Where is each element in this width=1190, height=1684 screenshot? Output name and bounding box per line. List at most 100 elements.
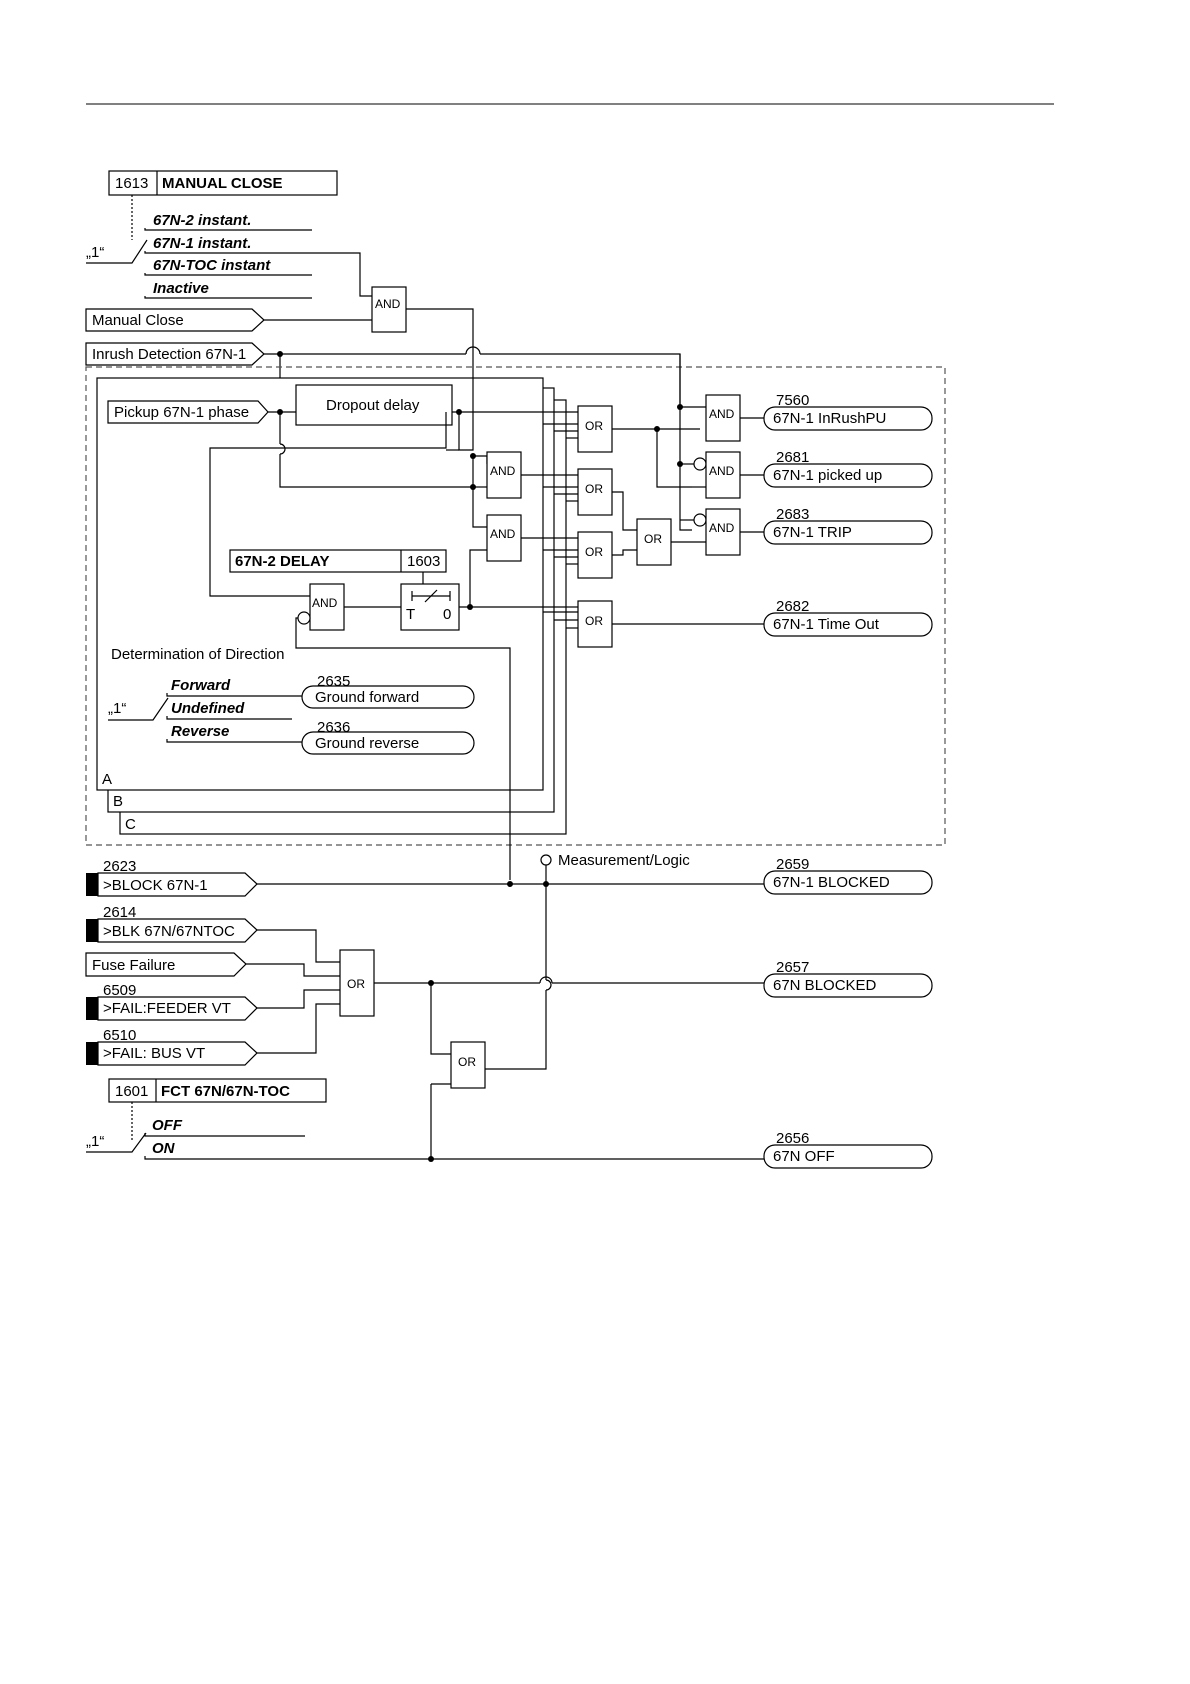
- param-fct-id: 1601: [115, 1083, 148, 1100]
- input-blk-67n-flag: [97, 918, 258, 943]
- phase-label-a: A: [102, 771, 112, 788]
- and-gate-pickup: [486, 451, 522, 499]
- or-gate-1: [577, 405, 613, 453]
- timer-t: T: [406, 606, 415, 623]
- measurement-logic-frame: [85, 366, 946, 846]
- svg-text:AND: AND: [709, 521, 735, 535]
- input-inrush: Inrush Detection 67N-1: [92, 346, 246, 363]
- delay-section: 67N-2 DELAY 1603 AND T 0: [229, 549, 578, 880]
- output-ground-forward-label: Ground forward: [315, 689, 419, 706]
- input-fail-bus-flag: [97, 1041, 258, 1066]
- and-gate-inrush-pu: [705, 394, 741, 442]
- switch-one-label-2: „1“: [108, 700, 126, 717]
- param-delay-box: [229, 549, 447, 573]
- option-inactive: Inactive: [153, 280, 209, 297]
- option-off: OFF: [152, 1117, 183, 1134]
- svg-text:OR: OR: [347, 977, 365, 991]
- output-67n1-blocked: [763, 870, 933, 895]
- output-2659-number: 2659: [776, 856, 809, 873]
- svg-text:OR: OR: [585, 482, 603, 496]
- param-delay-id: 1603: [407, 553, 440, 570]
- svg-text:AND: AND: [375, 297, 401, 311]
- blocking-inputs: 2623 >BLOCK 67N-1 2614 >BLK 67N/67NTOC F…: [85, 858, 764, 1089]
- output-2682-number: 2682: [776, 598, 809, 615]
- input-fuse-failure-flag: [85, 952, 247, 977]
- option-67n1-instant: 67N-1 instant.: [153, 235, 251, 252]
- input-2623-number: 2623: [103, 858, 136, 875]
- svg-text:AND: AND: [709, 464, 735, 478]
- phase-label-c: C: [125, 816, 136, 833]
- direction-undefined: Undefined: [171, 700, 245, 717]
- output-2683-number: 2683: [776, 506, 809, 523]
- output-ground-reverse-label: Ground reverse: [315, 735, 419, 752]
- direction-reverse: Reverse: [171, 723, 229, 740]
- pickup-section: Pickup 67N-1 phase Dropout delay: [107, 350, 578, 597]
- input-pickup: Pickup 67N-1 phase: [114, 404, 249, 421]
- input-6509-number: 6509: [103, 982, 136, 999]
- direction-section: Determination of Direction „1“ Forward U…: [108, 646, 475, 755]
- output-ground-forward: [301, 685, 475, 709]
- svg-text:OR: OR: [458, 1055, 476, 1069]
- param-manual-close-name: MANUAL CLOSE: [162, 175, 283, 192]
- output-gates: OR AND AND AND: [612, 354, 764, 625]
- and-gate-trip-out: [705, 508, 741, 556]
- phase-label-b: B: [113, 793, 123, 810]
- input-fuse-failure: Fuse Failure: [92, 957, 175, 974]
- inner-gates: AND AND OR OR OR OR: [486, 405, 613, 648]
- switch-one-label-3: „1“: [86, 1133, 104, 1150]
- output-67n-blocked-label: 67N BLOCKED: [773, 977, 877, 994]
- output-2657-number: 2657: [776, 959, 809, 976]
- or-gate-trip: [636, 518, 672, 566]
- dropout-delay-label: Dropout delay: [326, 397, 420, 414]
- svg-text:AND: AND: [312, 596, 338, 610]
- svg-text:AND: AND: [490, 464, 516, 478]
- option-67ntoc-instant: 67N-TOC instant: [153, 257, 271, 274]
- measurement-logic-label: Measurement/Logic: [558, 852, 690, 869]
- output-inrush-pu-label: 67N-1 InRushPU: [773, 410, 886, 427]
- timer-zero: 0: [443, 606, 451, 623]
- input-block-67n1-flag: [97, 872, 258, 897]
- or-gate-2: [577, 468, 613, 516]
- param-delay-name: 67N-2 DELAY: [235, 553, 329, 570]
- input-manual-close-flag: [85, 308, 265, 332]
- output-67n-off: [763, 1144, 933, 1169]
- output-67n1-blocked-label: 67N-1 BLOCKED: [773, 874, 890, 891]
- input-inrush-flag: [85, 342, 265, 366]
- svg-text:OR: OR: [585, 545, 603, 559]
- output-2681-number: 2681: [776, 449, 809, 466]
- input-2614-number: 2614: [103, 904, 136, 921]
- input-6510-number: 6510: [103, 1027, 136, 1044]
- output-trip: [763, 520, 933, 545]
- or-gate-3: [577, 531, 613, 579]
- svg-text:OR: OR: [585, 614, 603, 628]
- output-inrush-pu: [763, 406, 933, 431]
- output-time-out-label: 67N-1 Time Out: [773, 616, 880, 633]
- svg-text:OR: OR: [644, 532, 662, 546]
- measurement-logic-marker: Measurement/Logic: [485, 852, 690, 1070]
- svg-text:AND: AND: [490, 527, 516, 541]
- param-manual-close: 1613 MANUAL CLOSE 67N-2 instant. 67N-1 i…: [86, 170, 338, 299]
- input-pickup-flag: [107, 400, 269, 424]
- option-67n2-instant: 67N-2 instant.: [153, 212, 251, 229]
- output-picked-up: [763, 463, 933, 488]
- svg-text:OR: OR: [585, 419, 603, 433]
- param-manual-close-id: 1613: [115, 175, 148, 192]
- param-fct: 1601 FCT 67N/67N-TOC „1“ OFF ON: [86, 1078, 764, 1162]
- param-fct-name: FCT 67N/67N-TOC: [161, 1083, 290, 1100]
- direction-title: Determination of Direction: [111, 646, 284, 663]
- input-manual-close: Manual Close: [92, 312, 184, 329]
- svg-text:AND: AND: [709, 407, 735, 421]
- and-gate-delay-negation: [297, 611, 311, 625]
- input-fail-bus: >FAIL: BUS VT: [103, 1045, 205, 1062]
- manual-close-section: Manual Close AND: [85, 252, 474, 350]
- and-gate-trip: [486, 514, 522, 562]
- option-on: ON: [152, 1140, 176, 1157]
- input-fail-feeder: >FAIL:FEEDER VT: [103, 1000, 231, 1017]
- and-gate-delay: [309, 583, 345, 631]
- outputs: 7560 67N-1 InRushPU 2681 67N-1 picked up…: [763, 392, 933, 1169]
- dropout-delay-box: [295, 384, 453, 426]
- output-2656-number: 2656: [776, 1130, 809, 1147]
- output-67n-blocked: [763, 973, 933, 998]
- output-trip-label: 67N-1 TRIP: [773, 524, 852, 541]
